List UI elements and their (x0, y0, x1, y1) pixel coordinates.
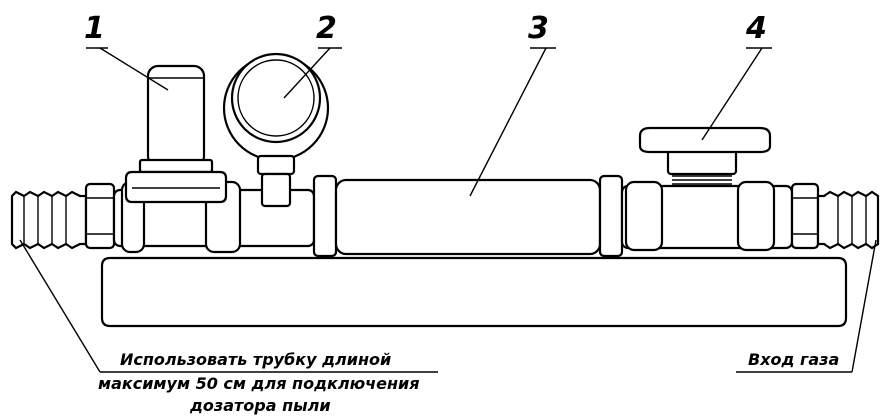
safety-valve (124, 64, 228, 204)
right-hose-fitting (790, 182, 880, 250)
note-left-line3: дозатора пыли (190, 396, 331, 415)
leader-lines (19, 47, 877, 373)
pressure-gauge (222, 52, 330, 208)
left-hose-fitting (10, 182, 116, 250)
note-gas-inlet: Вход газа (748, 350, 840, 369)
callout-4: 4 (746, 11, 767, 46)
right-flange (598, 174, 624, 258)
note-left-line2: максимум 50 см для подключения (98, 374, 420, 393)
base-plate (100, 256, 848, 328)
callout-3: 3 (528, 11, 549, 46)
ball-valve (620, 126, 794, 252)
note-left-line1: Использовать трубку длиной (120, 350, 392, 369)
callout-1: 1 (84, 11, 105, 46)
callout-2: 2 (316, 11, 337, 46)
left-flange (312, 174, 338, 258)
chamber-tube (334, 178, 602, 256)
